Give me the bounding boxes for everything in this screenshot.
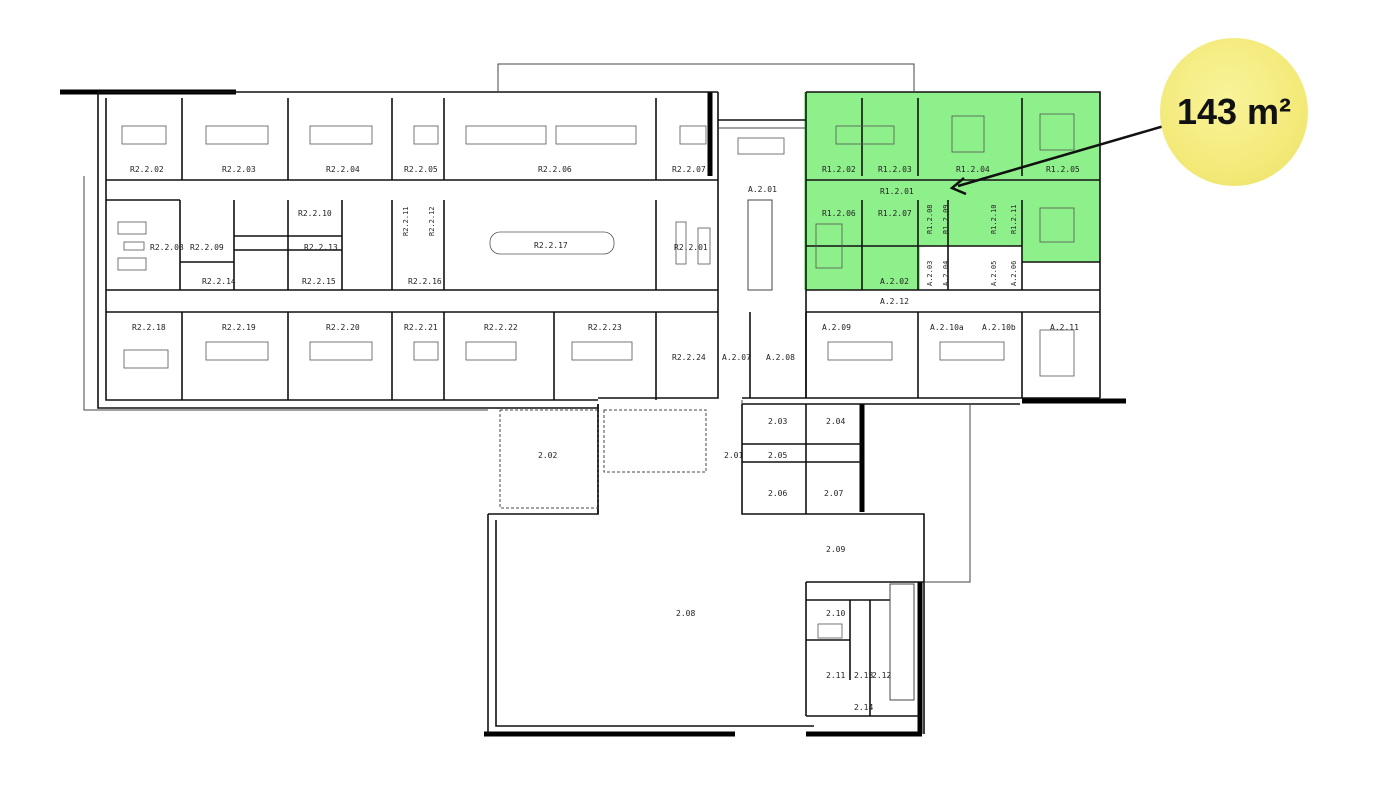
- room-label: A.2.09: [822, 323, 851, 332]
- room-label: R2.2.19: [222, 323, 256, 332]
- room-label: 2.11: [826, 671, 845, 680]
- room-label: R2.2.24: [672, 353, 706, 362]
- room-label: A.2.12: [880, 297, 909, 306]
- room-label: A.2.01: [748, 185, 777, 194]
- room-label: R1.2.11: [1010, 204, 1018, 234]
- room-label: R2.2.21: [404, 323, 438, 332]
- room-label: R2.2.23: [588, 323, 622, 332]
- furniture: [117, 113, 1075, 639]
- pointer-arrow: [949, 124, 1165, 196]
- room-label: 2.07: [824, 489, 843, 498]
- room-label: 2.01: [724, 451, 743, 460]
- room-label: R2.2.15: [302, 277, 336, 286]
- room-label: A.2.02: [880, 277, 909, 286]
- room-label: R1.2.04: [956, 165, 990, 174]
- room-label: R1.2.05: [1046, 165, 1080, 174]
- room-label: R2.2.20: [326, 323, 360, 332]
- room-label: R1.2.08: [926, 204, 934, 234]
- room-label: R2.2.03: [222, 165, 256, 174]
- room-label: R1.2.09: [942, 204, 950, 234]
- room-label: R2.2.06: [538, 165, 572, 174]
- room-label: 2.09: [826, 545, 845, 554]
- room-label: 2.13: [854, 671, 873, 680]
- room-label: R1.2.10: [990, 204, 998, 234]
- room-label: R2.2.05: [404, 165, 438, 174]
- highlighted-rental-area[interactable]: [804, 92, 1100, 290]
- room-label: 2.10: [826, 609, 845, 618]
- room-label: R2.2.01: [674, 243, 708, 252]
- room-label: R2.2.14: [202, 277, 236, 286]
- room-label: 2.06: [768, 489, 787, 498]
- interior-partitions: [106, 98, 1100, 716]
- room-label: R2.2.10: [298, 209, 332, 218]
- room-label: R2.2.17: [534, 241, 568, 250]
- room-label: R2.2.07: [672, 165, 706, 174]
- room-label: A.2.08: [766, 353, 795, 362]
- room-label: 2.08: [676, 609, 695, 618]
- room-label: R2.2.18: [132, 323, 166, 332]
- room-label: R2.2.09: [190, 243, 224, 252]
- room-label: A.2.11: [1050, 323, 1079, 332]
- building-walls: [60, 63, 1126, 737]
- room-label: 2.02: [538, 451, 557, 460]
- room-label: A.2.05: [990, 261, 998, 286]
- room-label: 2.12: [872, 671, 891, 680]
- room-label: R1.2.03: [878, 165, 912, 174]
- area-badge-text: 143 m²: [1176, 91, 1292, 132]
- area-badge: 143 m²: [1160, 38, 1308, 186]
- room-label: 2.05: [768, 451, 787, 460]
- room-label: 2.03: [768, 417, 787, 426]
- room-label: A.2.10a: [930, 323, 964, 332]
- room-label: A.2.07: [722, 353, 751, 362]
- room-label: R1.2.02: [822, 165, 856, 174]
- room-label: A.2.04: [942, 261, 950, 286]
- room-label: R2.2.08: [150, 243, 184, 252]
- room-label: R2.2.13: [304, 243, 338, 252]
- room-label: A.2.03: [926, 261, 934, 286]
- room-label: 2.04: [826, 417, 845, 426]
- room-label: R2.2.12: [428, 206, 436, 236]
- room-label: R2.2.11: [402, 206, 410, 236]
- room-label: R2.2.16: [408, 277, 442, 286]
- room-label: R2.2.02: [130, 165, 164, 174]
- room-label: A.2.06: [1010, 261, 1018, 286]
- room-label: R2.2.22: [484, 323, 518, 332]
- room-label: R2.2.04: [326, 165, 360, 174]
- room-label: R1.2.07: [878, 209, 912, 218]
- room-label: 2.14: [854, 703, 873, 712]
- room-label: A.2.10b: [982, 323, 1016, 332]
- room-label: R1.2.06: [822, 209, 856, 218]
- room-label: R1.2.01: [880, 187, 914, 196]
